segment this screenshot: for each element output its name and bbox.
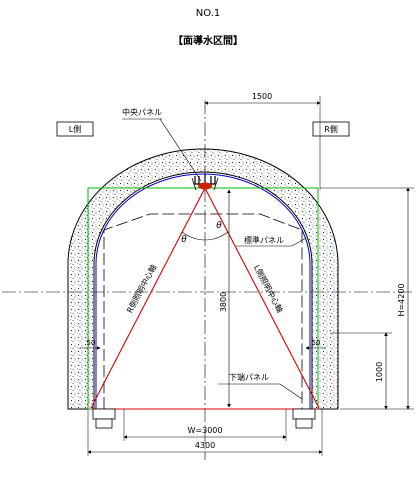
inner-width-dimension: W=3000 [188, 426, 223, 435]
theta-arc-left [181, 231, 206, 241]
bottom-panel-leader [279, 383, 303, 400]
document-number: NO.1 [196, 8, 221, 19]
center-panel-label: 中央パネル [122, 107, 162, 117]
center-height-dimension: 3800 [219, 292, 228, 312]
center-panel-leader [159, 118, 202, 182]
bottom-height-dimension: 1000 [375, 362, 384, 382]
right-side-label: R側 [324, 124, 338, 134]
standard-panel-leader [291, 237, 307, 247]
green-clearance-frame [87, 187, 319, 410]
tunnel-lining [67, 148, 339, 410]
standard-panel-label: 標準パネル [244, 235, 284, 245]
theta-right-label: θ [216, 221, 222, 231]
center-light-fixture [191, 174, 219, 191]
top-offset-dimension: 1500 [252, 92, 272, 101]
l-side-light-axis [204, 187, 320, 409]
outer-width-dimension: 4300 [195, 441, 215, 450]
bottom-panel-label: 下端パネル [229, 372, 269, 382]
theta-arc-right [204, 231, 229, 241]
left-gap-dimension: 50 [87, 339, 96, 347]
r-side-light-axis [90, 187, 206, 409]
theta-left-label: θ [181, 235, 187, 245]
right-side-label-box: R側 [312, 121, 350, 137]
left-side-label: L側 [69, 124, 81, 134]
inner-arch-line [95, 173, 311, 409]
right-gap-dimension: 50 [312, 339, 321, 347]
section-title: 【面導水区間】 [173, 34, 243, 47]
total-height-dimension: H=4200 [397, 283, 406, 316]
left-side-label-box: L側 [56, 121, 94, 137]
left-footing [92, 408, 116, 429]
right-footing [292, 408, 316, 429]
